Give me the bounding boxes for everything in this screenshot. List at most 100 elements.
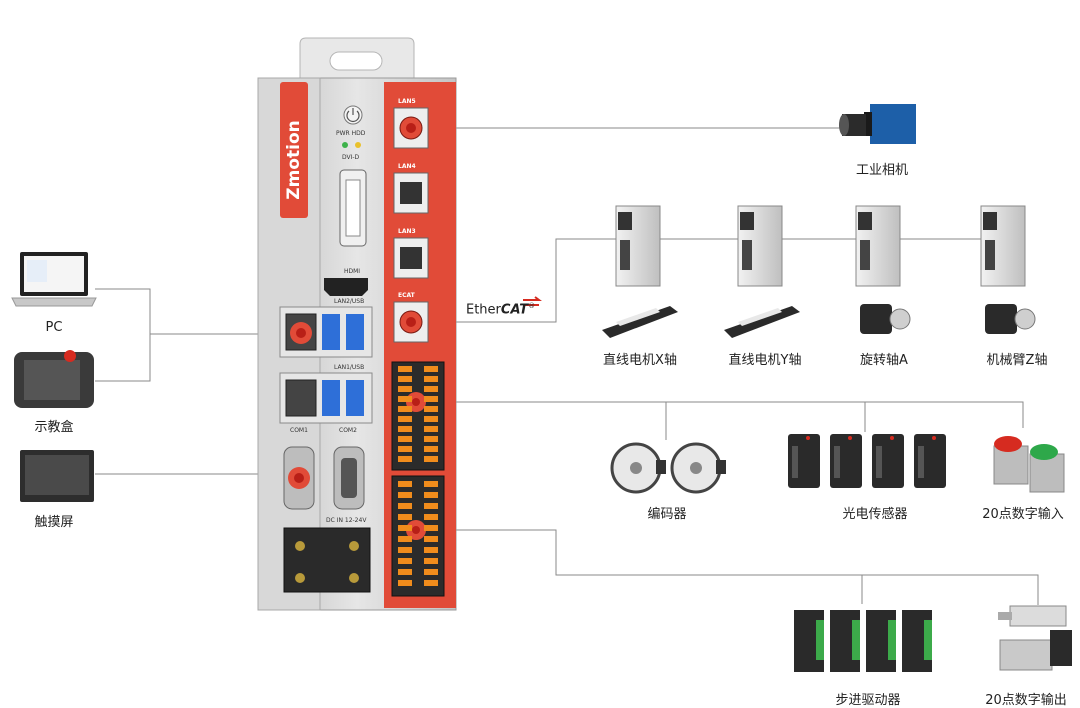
terminal-pin <box>398 416 412 422</box>
ethercat-mark: ® <box>528 302 536 310</box>
terminal-pin <box>398 525 412 531</box>
terminal-pin <box>424 386 438 392</box>
ethercat-prefix: Ether <box>466 302 501 318</box>
terminal-pin <box>424 503 438 509</box>
linear-motor-slider <box>738 308 782 326</box>
terminal-pin <box>398 536 412 542</box>
terminal-pin <box>424 396 438 402</box>
terminal-pin <box>398 503 412 509</box>
terminal-pin <box>398 481 412 487</box>
servo-motor-flange <box>1014 308 1036 330</box>
sensor-led <box>932 436 936 440</box>
stepper-terminal <box>888 620 896 660</box>
pwr-led <box>342 142 348 148</box>
terminal-pin <box>398 396 412 402</box>
lan3-label: LAN3 <box>398 228 416 235</box>
terminal-pin <box>424 536 438 542</box>
ethercat-logo-arrows <box>523 296 542 306</box>
terminal-pin <box>398 366 412 372</box>
axis-x-label: 直线电机X轴 <box>603 353 677 368</box>
hdmi-port <box>324 278 368 296</box>
servo-drive-display <box>740 212 754 230</box>
terminal-pin <box>424 580 438 586</box>
line-pc <box>95 288 280 335</box>
terminal-pin <box>424 569 438 575</box>
com2-label: COM2 <box>339 427 357 434</box>
ecat-label: ECAT <box>398 292 415 299</box>
encoder-icon <box>610 442 726 494</box>
terminal-pins <box>398 366 438 586</box>
terminal-pin <box>424 376 438 382</box>
teach-pendant-icon <box>14 350 94 408</box>
teach-pendant-label: 示教盒 <box>34 420 74 435</box>
brand-strip <box>280 82 308 218</box>
terminal-pin <box>398 386 412 392</box>
lan4-port <box>393 172 429 214</box>
terminal-pin <box>424 514 438 520</box>
terminal-pin <box>424 446 438 452</box>
controller <box>257 37 457 611</box>
terminal-pin <box>398 547 412 553</box>
terminal-pin <box>424 406 438 412</box>
terminal-pin <box>398 514 412 520</box>
camera-label: 工业相机 <box>855 163 909 178</box>
terminal-pin <box>398 580 412 586</box>
lan2-usb-label: LAN2/USB <box>334 298 365 305</box>
terminal-pin <box>424 525 438 531</box>
power-terminal <box>283 527 371 593</box>
photo-sensor-label: 光电传感器 <box>842 507 908 522</box>
pneumatic-cylinder-icon <box>998 605 1072 671</box>
servo-motor-icon <box>860 304 892 334</box>
digital-output-label: 20点数字输出 <box>985 693 1067 708</box>
sensor-lens <box>834 446 840 478</box>
servo-drive-connector <box>860 240 870 270</box>
terminal-pin <box>398 376 412 382</box>
sensor-led <box>806 436 810 440</box>
terminal-pin <box>424 481 438 487</box>
pwr-hdd-label: PWR HDD <box>336 130 366 137</box>
servo-drive-connector <box>742 240 752 270</box>
stepper-driver-label: 步进驱动器 <box>835 693 901 708</box>
laptop-icon <box>11 252 97 307</box>
encoder-label: 编码器 <box>647 507 687 522</box>
sensor-lens <box>876 446 882 478</box>
line-ethercat <box>430 238 618 323</box>
lan5-label: LAN5 <box>398 98 416 105</box>
brand-logo: Zmotion <box>284 120 304 200</box>
terminal-pin <box>424 456 438 462</box>
linear-motor-icon <box>724 306 800 338</box>
sensor-lens <box>918 446 924 478</box>
stepper-driver-icon <box>794 610 932 672</box>
stepper-terminal <box>852 620 860 660</box>
servo-motor-icon <box>985 304 1017 334</box>
terminal-pin <box>398 558 412 564</box>
dc-in-label: DC IN 12-24V <box>326 517 367 524</box>
servo-motor-flange <box>889 308 911 330</box>
terminal-pin <box>398 569 412 575</box>
touch-screen-label: 触摸屏 <box>34 515 74 530</box>
servo-drive-connector <box>620 240 630 270</box>
linear-motor-slider <box>616 308 660 326</box>
terminal-pin <box>424 366 438 372</box>
terminal-pin <box>424 558 438 564</box>
digital-input-label: 20点数字输入 <box>982 507 1064 522</box>
terminal-pin <box>424 426 438 432</box>
terminal-pin <box>398 492 412 498</box>
axis-a-label: 旋转轴A <box>860 353 908 368</box>
axis-y-label: 直线电机Y轴 <box>728 353 802 368</box>
terminal-pin <box>398 456 412 462</box>
terminal-pin <box>424 547 438 553</box>
servo-drive-display <box>618 212 632 230</box>
servo-axes <box>602 205 1036 338</box>
touch-screen-icon <box>20 450 94 502</box>
stepper-terminal <box>924 620 932 660</box>
line-pendant <box>95 334 151 382</box>
terminal-pin <box>424 416 438 422</box>
servo-drive-display <box>858 212 872 230</box>
servo-drive-connector <box>985 240 995 270</box>
sensor-led <box>890 436 894 440</box>
lan4-label: LAN4 <box>398 163 416 170</box>
industrial-camera-icon <box>839 104 916 144</box>
connection-lines <box>95 127 1039 605</box>
